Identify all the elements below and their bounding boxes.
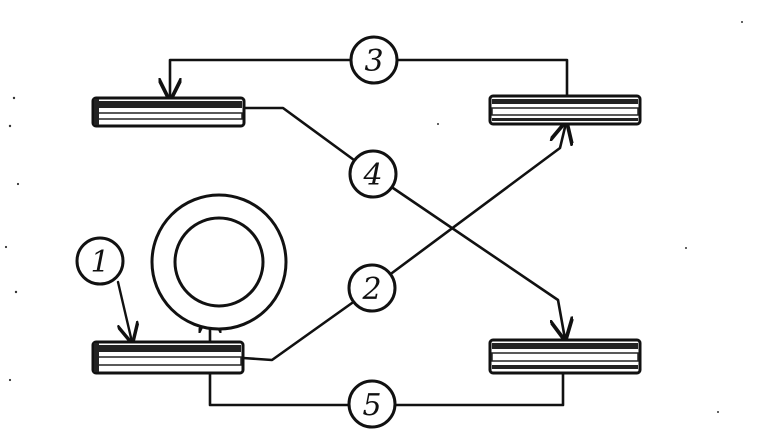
callout-3: 3 xyxy=(349,35,399,85)
route-4-line xyxy=(242,106,565,339)
tire-front-left xyxy=(91,96,246,128)
route-2-line xyxy=(241,123,566,362)
callout-4-label: 4 xyxy=(362,158,382,193)
route-3-line xyxy=(170,58,569,99)
callout-1-label: 1 xyxy=(90,245,109,280)
tire-rear-left xyxy=(91,340,245,375)
scan-specks xyxy=(4,21,743,413)
callout-5-label: 5 xyxy=(362,388,381,423)
tire-rear-right xyxy=(488,338,642,375)
callout-3-label: 3 xyxy=(364,44,383,79)
callout-5: 5 xyxy=(347,379,397,429)
spare-tire xyxy=(150,193,288,331)
callout-4: 4 xyxy=(348,149,398,199)
callout-1-leader xyxy=(116,280,132,342)
callout-2-label: 2 xyxy=(361,272,381,307)
tire-front-right xyxy=(488,94,642,126)
callout-1: 1 xyxy=(75,236,125,286)
callout-2: 2 xyxy=(347,263,397,313)
